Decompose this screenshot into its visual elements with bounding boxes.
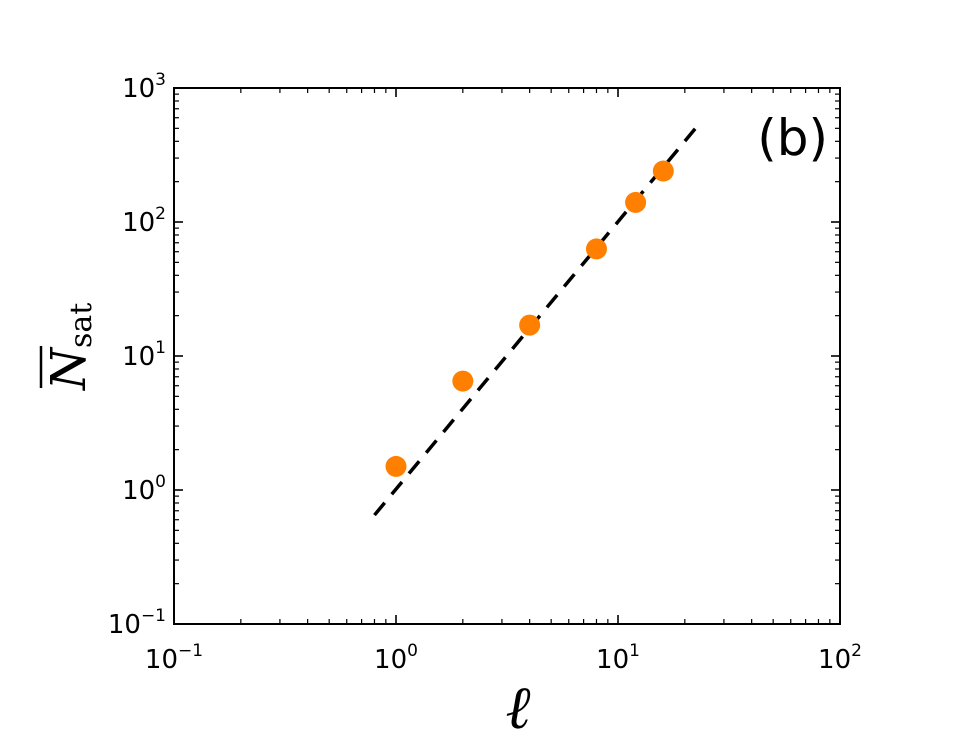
y-tick-label-exponent: 0 <box>155 472 166 492</box>
x-tick-label-exponent: 2 <box>851 641 862 661</box>
x-tick-label-exponent: −1 <box>178 641 203 661</box>
y-tick-label: 10−1 <box>108 606 166 640</box>
data-point <box>519 314 541 336</box>
x-tick-label: 10−1 <box>145 641 203 675</box>
y-tick-label: 101 <box>122 338 166 372</box>
y-axis-label-subscript: sat <box>64 303 99 348</box>
y-axis-label-main: N <box>41 346 97 391</box>
data-point <box>452 370 474 392</box>
panel-label: (b) <box>757 109 828 167</box>
data-point <box>652 160 674 182</box>
major-ticks <box>173 87 841 625</box>
y-tick-label: 103 <box>122 70 166 104</box>
plot-area-frame <box>173 87 841 625</box>
y-axis-label: N sat <box>39 303 99 391</box>
data-point <box>625 191 647 213</box>
x-tick-label-exponent: 0 <box>407 641 418 661</box>
y-tick-label: 102 <box>122 204 166 238</box>
y-tick-label: 100 <box>122 472 166 506</box>
x-axis-label: ℓ <box>506 673 531 743</box>
y-tick-label-exponent: 3 <box>155 70 166 90</box>
x-tick-label: 100 <box>374 641 418 675</box>
y-tick-label-exponent: 1 <box>155 338 166 358</box>
x-tick-label-exponent: 1 <box>629 641 640 661</box>
data-points <box>385 160 674 477</box>
y-tick-label-exponent: −1 <box>141 606 166 626</box>
data-point <box>385 455 407 477</box>
data-point <box>585 238 607 260</box>
minor-ticks <box>174 88 840 624</box>
x-tick-label: 101 <box>596 641 640 675</box>
y-tick-label-exponent: 2 <box>155 204 166 224</box>
x-tick-label: 102 <box>818 641 862 675</box>
